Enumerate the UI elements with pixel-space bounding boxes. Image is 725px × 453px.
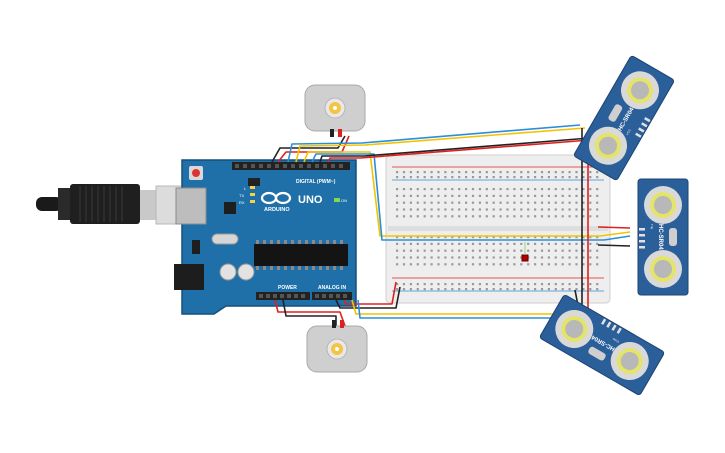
led-l <box>250 186 255 189</box>
led-l-label: L <box>244 186 247 191</box>
arduino-infinity-logo <box>260 191 292 205</box>
led-on <box>334 198 340 202</box>
led-on-label: ON <box>341 198 347 203</box>
dc-motor-icon[interactable] <box>304 84 366 137</box>
red-led-icon[interactable] <box>521 254 529 262</box>
sensor-1-pins: VCC <box>625 128 632 136</box>
analog-header-label: ANALOG IN <box>318 285 346 291</box>
led-rx-label: RX <box>239 200 245 205</box>
breadboard-holes <box>396 171 599 291</box>
usb-cable-icon[interactable] <box>36 184 198 225</box>
ultrasonic-sensor-icon[interactable]: HC-SR04 Trig <box>637 178 689 296</box>
led-tx <box>250 193 255 196</box>
breadboard[interactable] <box>385 154 611 304</box>
power-header-label: POWER <box>278 285 297 291</box>
dc-motor-icon[interactable] <box>306 320 368 373</box>
led-rx <box>250 200 255 203</box>
arduino-logo-text: ARDUINO <box>264 207 290 213</box>
arduino-uno-board[interactable]: L TX RX ON ARDUINO UNO DIGITAL (PWM~) PO… <box>174 159 357 315</box>
digital-header-label: DIGITAL (PWM~) <box>296 179 336 185</box>
sensor-2-pins: Trig <box>650 224 654 229</box>
sensor-2-label: HC-SR04 <box>657 224 663 250</box>
ultrasonic-sensor-icon[interactable]: HC-SR04 VCC <box>573 55 675 181</box>
board-model-label: UNO <box>298 194 323 206</box>
led-tx-label: TX <box>239 193 244 198</box>
sensor-3-pins: Echo <box>612 337 620 344</box>
ultrasonic-sensor-icon[interactable]: HC-SR04 Echo <box>539 294 665 396</box>
